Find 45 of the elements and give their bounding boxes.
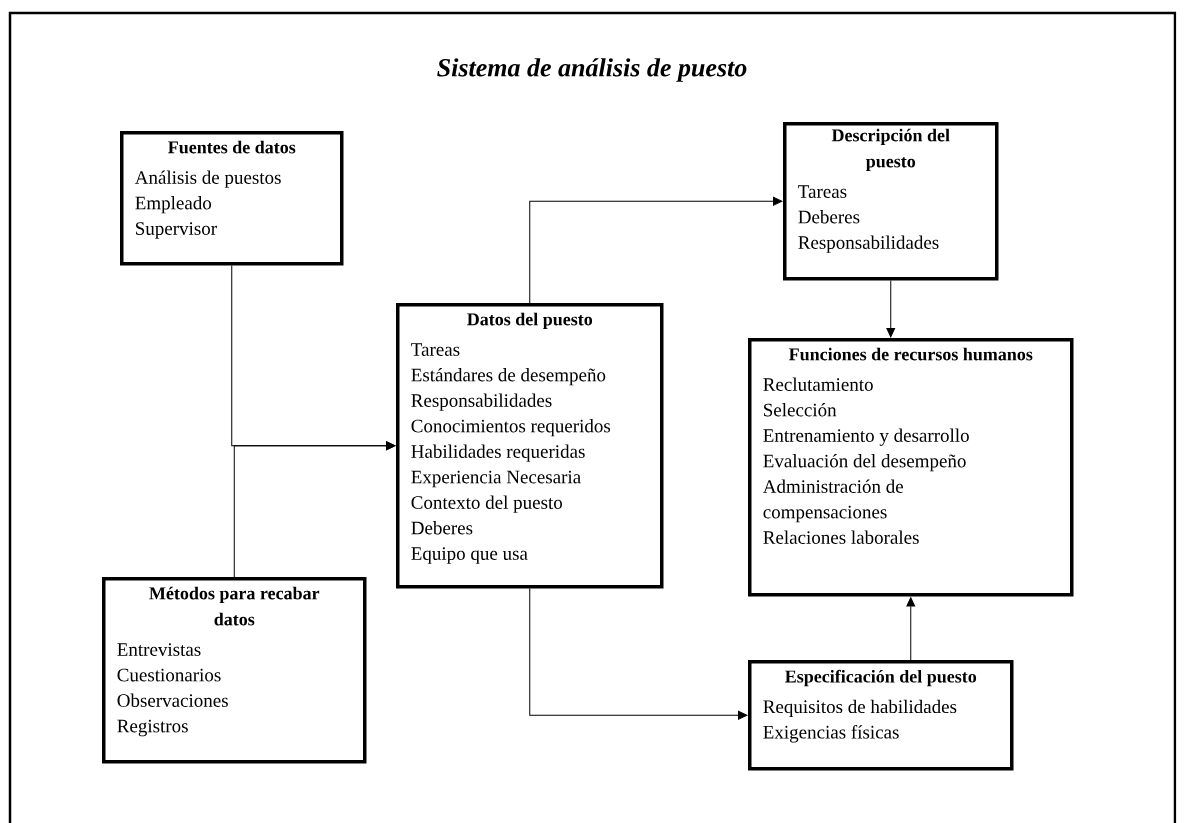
box-heading: Métodos para recabar datos (149, 586, 320, 626)
list-item: Experiencia Necesaria (411, 470, 581, 488)
list-item: Habilidades requeridas (411, 444, 585, 462)
list-item: Estándares de desempeño (411, 368, 606, 386)
arrow (529, 196, 783, 304)
diagram-title: Sistema de análisis de puesto (437, 58, 747, 82)
list-item: Evaluación del desempeño (763, 454, 966, 472)
process-box (783, 122, 999, 281)
box-heading: Funciones de recursos humanos (788, 347, 1033, 361)
box-heading: Datos del puesto (467, 312, 593, 330)
process-box (120, 131, 344, 266)
box-heading: Fuentes de datos (168, 140, 296, 154)
arrow (529, 588, 748, 720)
process-box (396, 303, 664, 589)
arrow (886, 280, 896, 338)
list-item: Análisis de puestos (134, 170, 281, 188)
list-item: Equipo que usa (411, 547, 528, 564)
list-item: Conocimientos requeridos (411, 419, 611, 437)
process-box (102, 577, 367, 764)
list-item: Contexto del puesto (411, 495, 562, 513)
list-item: Relaciones laborales (763, 530, 919, 544)
list-item: Exigencias físicas (763, 725, 899, 743)
list-item: Empleado (135, 196, 212, 214)
list-item: Entrenamiento y desarrollo (763, 428, 969, 446)
box-heading: Especificación del puesto (785, 669, 977, 687)
list-item: Requisitos de habilidades (763, 699, 957, 717)
box-heading: Descripción del puesto (831, 128, 950, 172)
list-item: Cuestionarios (117, 668, 221, 682)
arrow (906, 597, 916, 661)
list-item: Responsabilidades (411, 393, 552, 411)
list-item: Responsabilidades (798, 235, 939, 253)
list-item: Registros (117, 719, 188, 737)
arrow (233, 441, 396, 578)
list-item: Selección (764, 403, 837, 417)
list-item: Observaciones (117, 693, 228, 707)
list-item: Reclutamiento (763, 377, 873, 391)
process-box (748, 338, 1074, 597)
list-item: Tareas (411, 343, 460, 356)
list-item: Entrevistas (117, 643, 201, 656)
list-item: Deberes (411, 521, 473, 535)
list-item: Deberes (798, 210, 860, 224)
list-item: Supervisor (136, 222, 217, 239)
list-item: Tareas (798, 185, 847, 198)
process-box (748, 660, 1014, 771)
list-item: Administración de compensaciones (762, 479, 903, 523)
